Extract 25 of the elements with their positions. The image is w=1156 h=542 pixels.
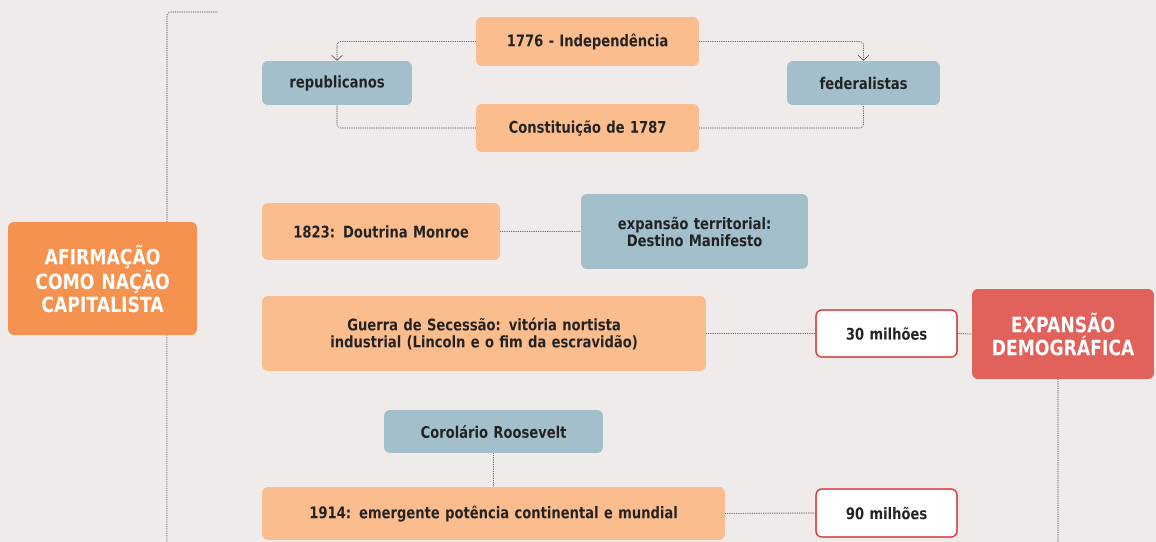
connector (493, 452, 494, 488)
event-box: 1776 - Independência (476, 17, 699, 66)
connector (698, 104, 864, 129)
title-box: EXPANSÃO DEMOGRÁFICA (972, 289, 1154, 379)
topic-box: expansão territorial: Destino Manifesto (581, 194, 808, 269)
population-box: 30 milhões (815, 309, 958, 358)
population-box: 90 milhões (815, 488, 958, 538)
connector (705, 333, 816, 334)
connector (1057, 378, 1059, 542)
connector (331, 41, 477, 61)
event-box: Guerra de Secessão: vitória nortista industrial (Lincoln e o fim da escravidão) (262, 296, 706, 371)
connector (957, 333, 973, 335)
title-box: AFIRMAÇÃO COMO NAÇÃO CAPITALISTA (8, 222, 197, 335)
connector (724, 512, 816, 514)
topic-box: federalistas (787, 61, 940, 105)
topic-box: Corolário Roosevelt (384, 410, 603, 453)
event-box: 1823: Doutrina Monroe (262, 203, 500, 260)
topic-box: republicanos (262, 61, 412, 105)
event-box: Constituição de 1787 (476, 104, 699, 152)
connector (698, 41, 870, 61)
connector (166, 334, 168, 542)
connector (336, 104, 477, 129)
connector (499, 231, 582, 232)
event-box: 1914: emergente potência continental e mundial (262, 487, 725, 540)
connector (166, 11, 219, 223)
